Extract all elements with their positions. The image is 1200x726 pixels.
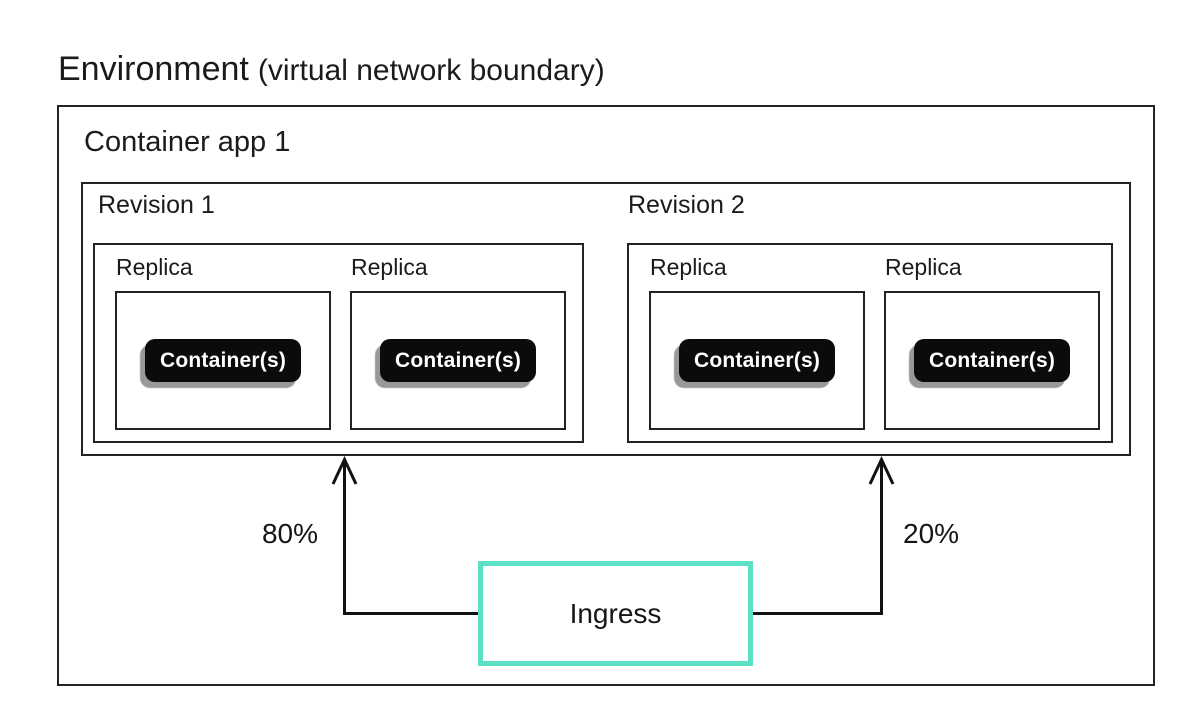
- replica-box: Container(s): [115, 291, 331, 430]
- container-app-label: Container app 1: [84, 126, 291, 158]
- replica-label: Replica: [650, 254, 727, 280]
- revision-2-replicas-box: Replica Container(s) Replica Container(s…: [627, 243, 1113, 443]
- ingress-box: Ingress: [478, 561, 753, 666]
- traffic-percent-revision-2: 20%: [903, 518, 960, 549]
- traffic-percent-revision-1: 80%: [261, 518, 318, 549]
- page-title: Environment(virtual network boundary): [58, 48, 605, 92]
- environment-title-suffix: (virtual network boundary): [257, 54, 605, 87]
- containers-pill: Container(s): [145, 339, 301, 382]
- replica-box: Container(s): [350, 291, 566, 430]
- replica-box: Container(s): [649, 291, 865, 430]
- containers-pill: Container(s): [679, 339, 835, 382]
- replica-box: Container(s): [884, 291, 1100, 430]
- replica-label: Replica: [885, 254, 962, 280]
- ingress-label: Ingress: [569, 597, 662, 629]
- revision-1-label: Revision 1: [98, 191, 215, 219]
- containers-pill: Container(s): [380, 339, 536, 382]
- environment-title: Environment: [58, 50, 249, 88]
- revision-2-label: Revision 2: [628, 191, 745, 219]
- replica-label: Replica: [116, 254, 193, 280]
- replica-label: Replica: [351, 254, 428, 280]
- container-app-box: [81, 182, 1131, 456]
- revision-1-replicas-box: Replica Container(s) Replica Container(s…: [93, 243, 584, 443]
- containers-pill: Container(s): [914, 339, 1070, 382]
